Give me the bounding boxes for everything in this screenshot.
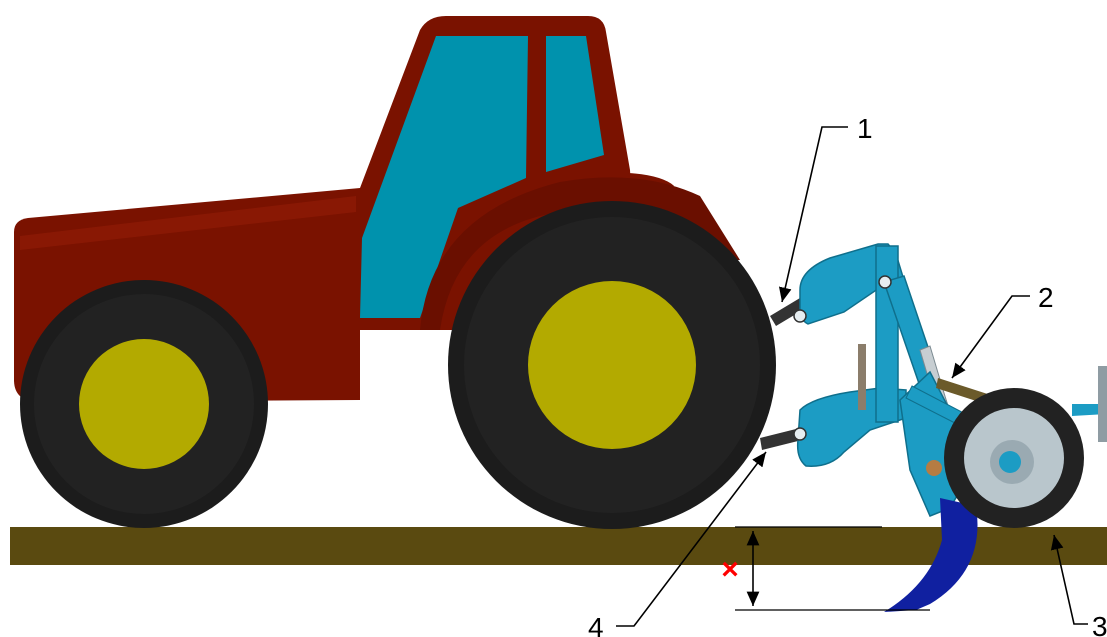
pivot-pin (926, 460, 942, 476)
callout-2-label: 2 (1038, 282, 1054, 313)
callout-2: 2 (952, 282, 1054, 378)
rear-wheel (448, 201, 776, 529)
bolt-upper (879, 276, 891, 288)
front-wheel (20, 280, 268, 528)
depth-marker: × (721, 553, 739, 586)
front-rim (79, 339, 209, 469)
bolt-top-link (794, 310, 806, 322)
callout-4-label: 4 (588, 612, 604, 637)
mast (876, 246, 898, 422)
depth-hub (999, 451, 1021, 473)
callout-2-leader (952, 296, 1030, 378)
rear-rim (528, 281, 696, 449)
bolt-lower-link (794, 428, 806, 440)
rear-bracket (1098, 366, 1107, 442)
mast-chain (858, 344, 866, 410)
callout-3-label: 3 (1092, 611, 1107, 637)
depth-wheel (944, 388, 1084, 528)
callout-1-label: 1 (857, 113, 873, 144)
